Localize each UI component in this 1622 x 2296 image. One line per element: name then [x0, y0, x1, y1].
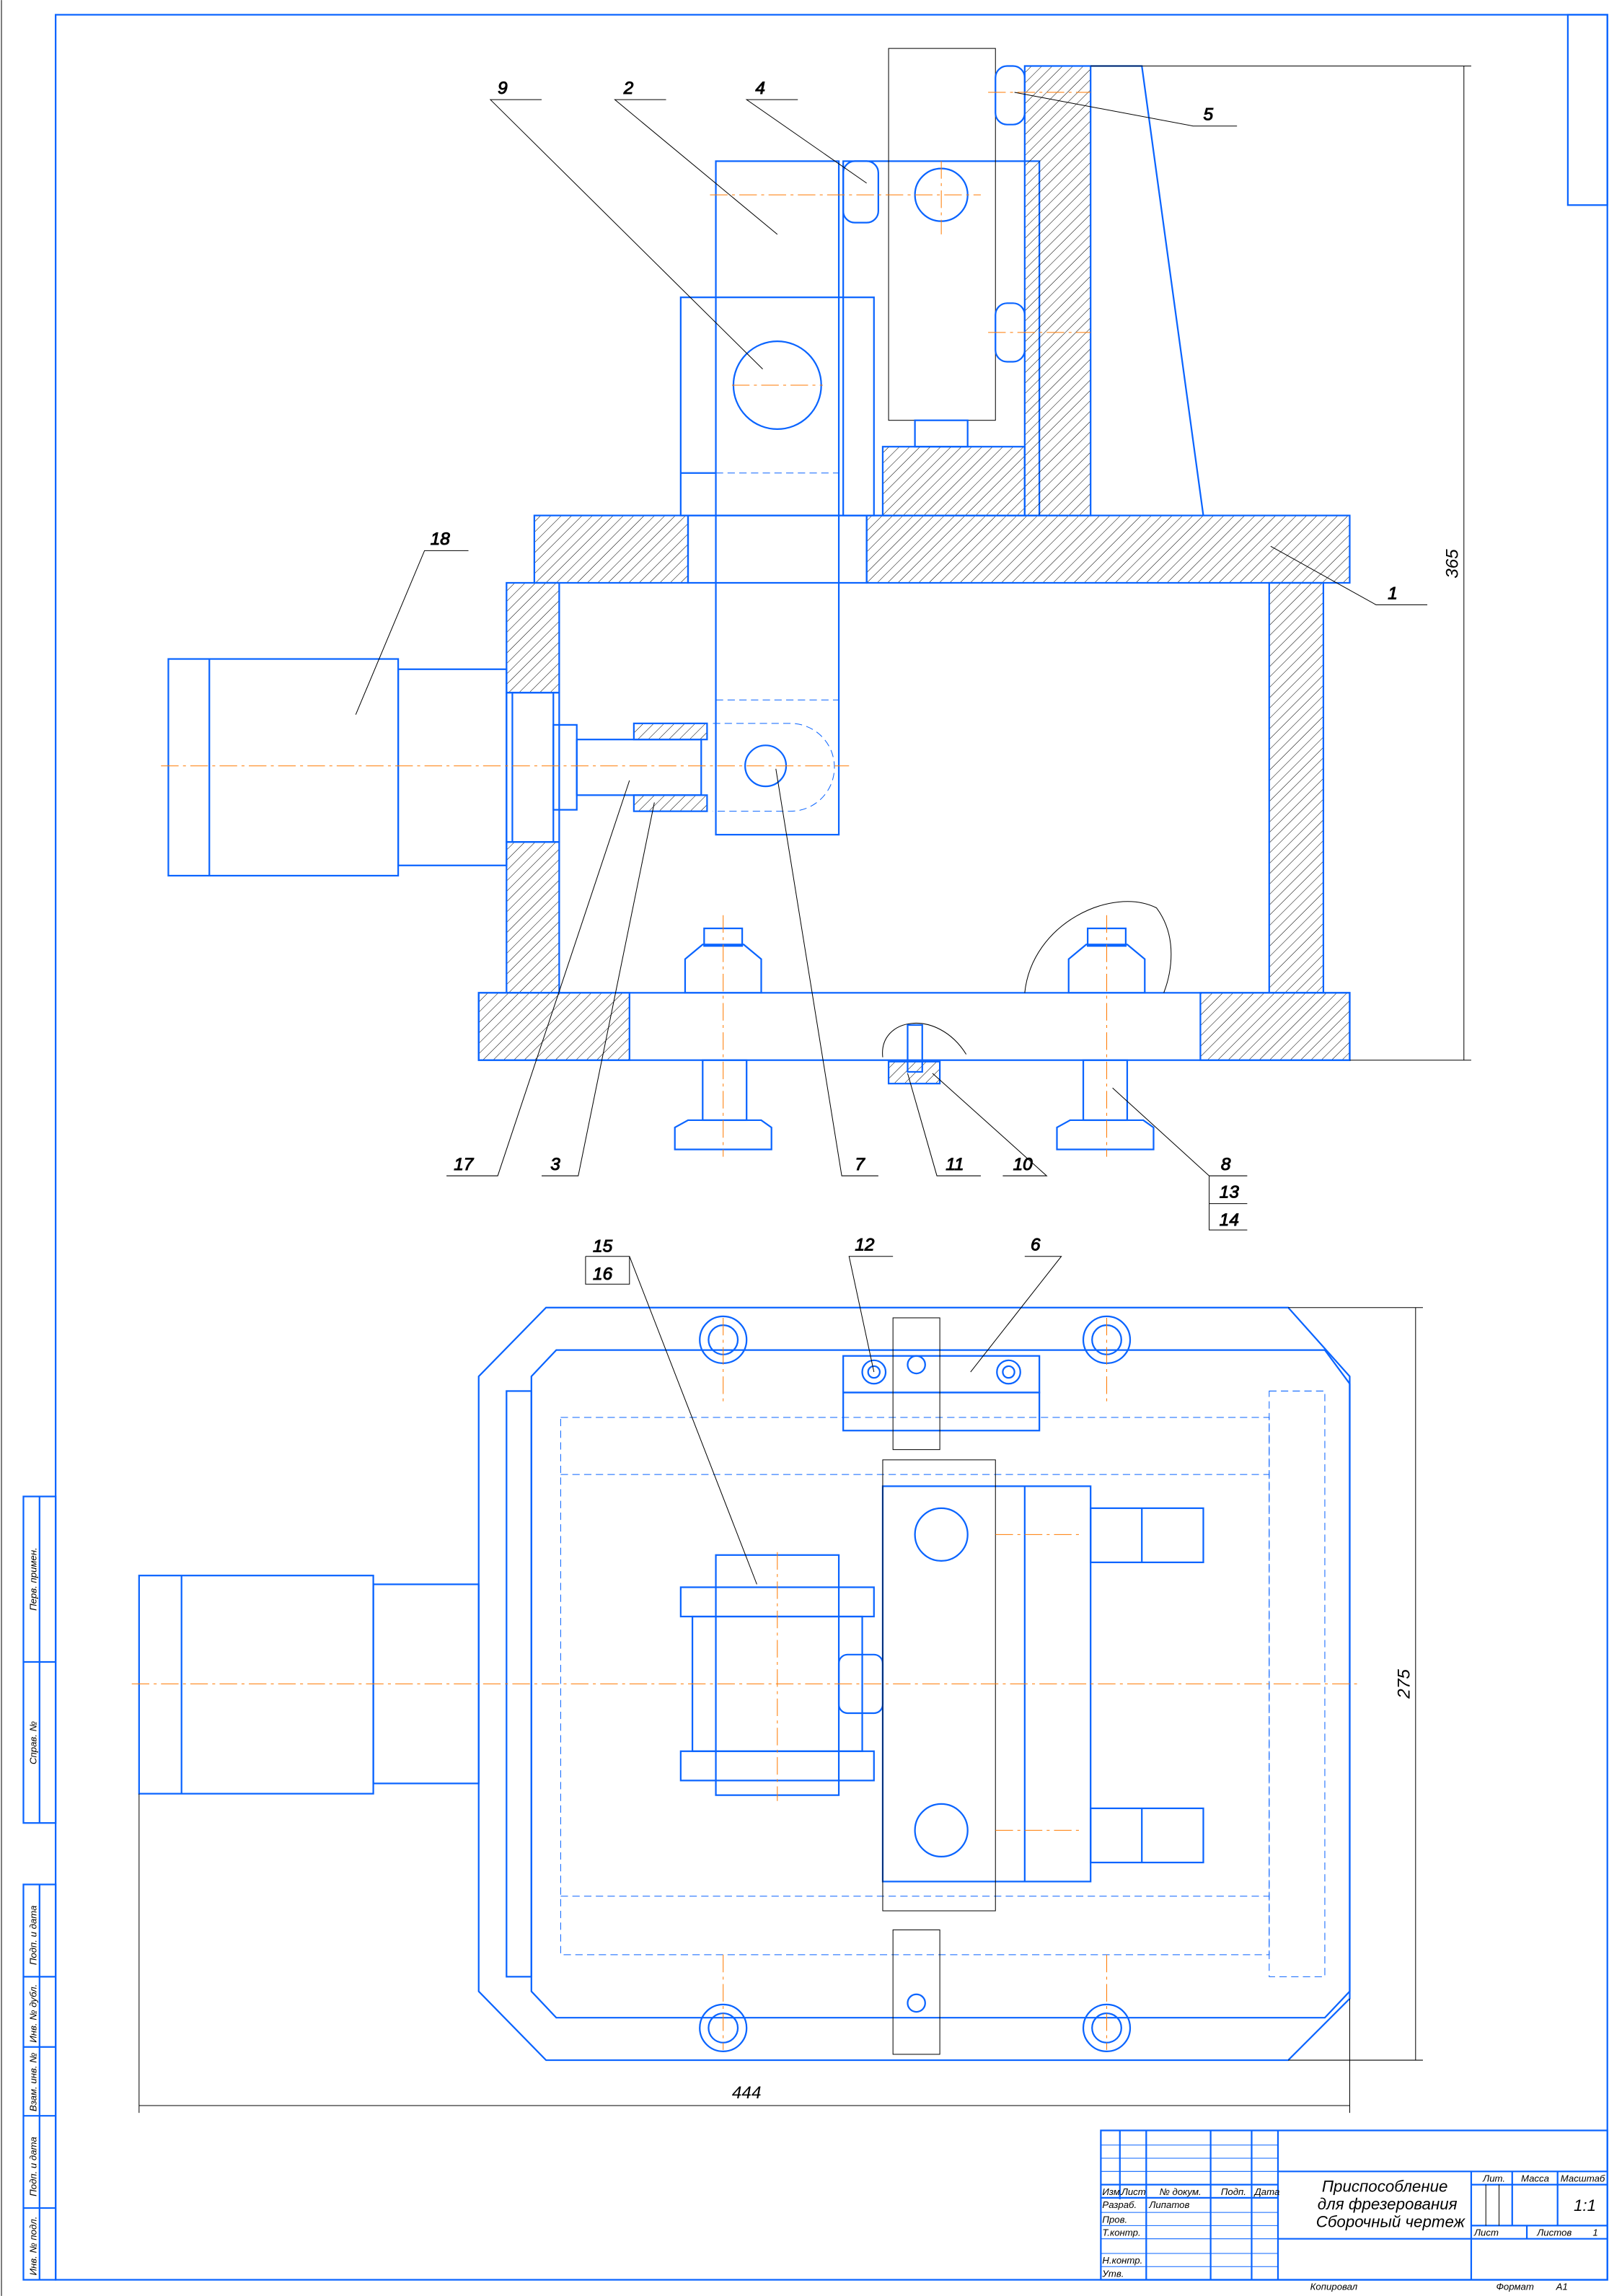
left-wall-lower	[506, 841, 560, 994]
callout-9: 9	[498, 79, 508, 98]
right-wall	[1268, 581, 1325, 994]
callout-3: 3	[550, 1155, 560, 1174]
callout-1: 1	[1388, 584, 1398, 603]
top-view	[131, 1306, 1362, 2062]
dimension-value-365: 365	[1443, 549, 1463, 579]
motor-part-18	[167, 658, 400, 877]
callout-5: 5	[1203, 105, 1213, 125]
lever-part-2	[715, 160, 840, 836]
title-line-2: для фрезерования	[1318, 2195, 1458, 2213]
callout-8: 8	[1221, 1155, 1231, 1174]
stamp-sprav-no: Справ. №	[28, 1721, 39, 1764]
side-stamp: Перв. примен. Справ. № Подп. и дата Инв.…	[22, 1495, 57, 2281]
callout-11: 11	[946, 1155, 964, 1174]
top-plate-middle	[687, 514, 868, 584]
callout-2: 2	[623, 79, 634, 98]
title-line-3: Сборочный чертеж	[1316, 2212, 1466, 2230]
sheets-count: 1	[1592, 2227, 1597, 2238]
front-view	[161, 48, 1351, 1157]
col-izm: Изм.	[1102, 2186, 1122, 2197]
row-utv: Утв.	[1101, 2268, 1124, 2279]
row-razrab: Разраб.	[1102, 2199, 1137, 2210]
row-prov: Пров.	[1102, 2214, 1127, 2225]
row-nkontr: Н.контр.	[1102, 2255, 1142, 2266]
part-callouts: 9 2 4 5 1 18 17 3 7 11 10 8 13 14 15 16 …	[355, 79, 1428, 1585]
stamp-inv-dubl: Инв. № дубл.	[28, 1984, 39, 2043]
callout-7: 7	[855, 1155, 865, 1174]
callout-10: 10	[1013, 1155, 1033, 1174]
dimension-length: 444	[138, 1793, 1350, 2114]
stamp-perv-primen: Перв. примен.	[28, 1547, 39, 1611]
column-part-1	[1023, 65, 1092, 516]
stamp-vzam-inv: Взам. инв. №	[28, 2053, 39, 2112]
col-list: Лист	[1121, 2186, 1146, 2197]
left-wall-upper	[506, 581, 560, 694]
dimension-height: 365	[1090, 65, 1471, 1061]
top-plate-left	[533, 514, 689, 584]
stamp-podp-data-2: Подп. и дата	[28, 2137, 39, 2196]
top-plate-right	[865, 514, 1351, 584]
lit-header: Лит.	[1482, 2173, 1505, 2184]
callout-16: 16	[593, 1264, 613, 1284]
sheets-label: Листов	[1536, 2227, 1572, 2238]
callout-14: 14	[1220, 1210, 1239, 1230]
stamp-podp-data-1: Подп. и дата	[28, 1906, 39, 1966]
scale-value: 1:1	[1574, 2196, 1596, 2214]
callout-17: 17	[454, 1155, 475, 1174]
callout-13: 13	[1220, 1183, 1240, 1202]
format-label: Формат	[1496, 2282, 1533, 2292]
dimension-value-275: 275	[1395, 1669, 1414, 1699]
massa-header: Масса	[1521, 2173, 1549, 2184]
callout-12: 12	[855, 1236, 875, 1255]
clamp-bolt-right	[1024, 901, 1172, 1151]
dimension-depth: 275	[1288, 1307, 1423, 2061]
format-value: A1	[1556, 2282, 1568, 2292]
title-block: Изм. Лист № докум. Подп. Дата Разраб. Ли…	[1100, 2129, 1608, 2292]
title-line-1: Приспособление	[1322, 2178, 1448, 2196]
stamp-inv-podl: Инв. № подл.	[28, 2217, 39, 2276]
sheet-label: Лист	[1473, 2227, 1499, 2238]
col-doc: № докум.	[1160, 2186, 1202, 2197]
motor-top	[138, 1575, 374, 1795]
callout-15: 15	[593, 1237, 613, 1257]
dimension-value-444: 444	[732, 2083, 762, 2103]
row-tkontr: Т.контр.	[1102, 2227, 1140, 2238]
callout-6: 6	[1031, 1236, 1041, 1255]
col-date: Дата	[1253, 2186, 1280, 2197]
masshtab-header: Масштаб	[1561, 2173, 1605, 2184]
callout-4: 4	[755, 79, 765, 98]
callout-18: 18	[431, 529, 451, 549]
razrab-name: Липатов	[1148, 2199, 1189, 2210]
clamp-part-6	[842, 1355, 1041, 1394]
copied-label: Копировал	[1310, 2282, 1358, 2292]
col-sign: Подп.	[1221, 2186, 1246, 2197]
